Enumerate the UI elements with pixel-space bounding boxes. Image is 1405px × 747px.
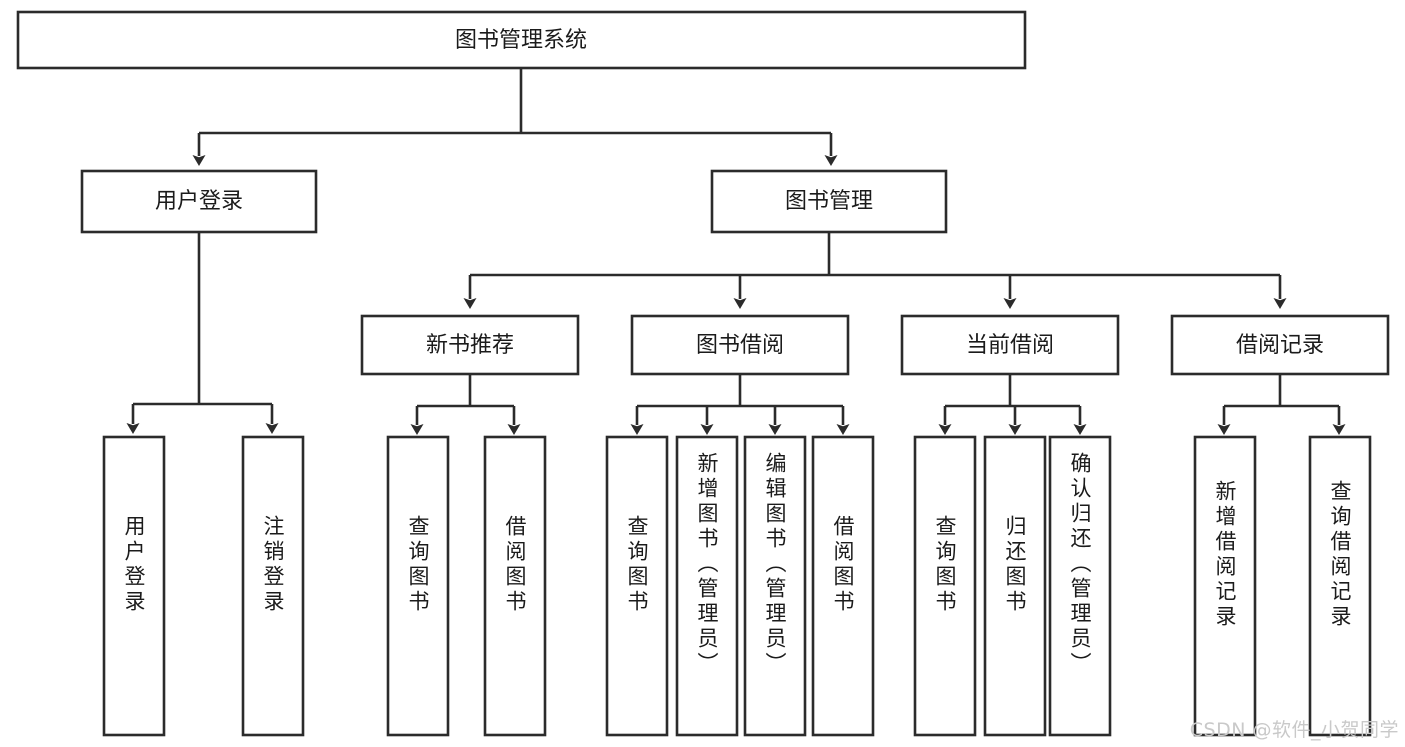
node-book-borrow[interactable]: 图书借阅 (630, 314, 850, 376)
node-leaf-borrow-book-2-label: 借阅图书 (831, 515, 855, 615)
node-leaf-borrow-book-1[interactable]: 借阅图书 (483, 435, 547, 737)
connector-borrow-record-to-leaves (1217, 374, 1346, 435)
node-leaf-add-book-box[interactable] (675, 435, 739, 737)
node-leaf-user-logout-label: 注销登录 (261, 515, 285, 615)
node-root-system-label: 图书管理系统 (455, 28, 587, 53)
node-leaf-confirm-return-label: 确认归还（管理员） (1068, 452, 1092, 677)
node-new-book-recommend-label: 新书推荐 (426, 333, 514, 358)
node-leaf-user-login[interactable]: 用户登录 (102, 435, 166, 737)
node-leaf-query-record[interactable]: 查询借阅记录 (1308, 435, 1372, 737)
node-new-book-recommend-box[interactable] (360, 314, 580, 376)
node-leaf-borrow-book-2-box[interactable] (811, 435, 875, 737)
node-leaf-return-book-box[interactable] (983, 435, 1047, 737)
node-leaf-add-record-box[interactable] (1193, 435, 1257, 737)
node-leaf-user-logout[interactable]: 注销登录 (241, 435, 305, 737)
connector-user-login-to-leaves (126, 232, 279, 434)
node-current-borrow[interactable]: 当前借阅 (900, 314, 1120, 376)
connector-book-management-to-level3 (463, 232, 1287, 309)
node-leaf-query-book-1[interactable]: 查询图书 (386, 435, 450, 737)
node-current-borrow-box[interactable] (900, 314, 1120, 376)
node-borrow-record[interactable]: 借阅记录 (1170, 314, 1390, 376)
node-leaf-query-record-box[interactable] (1308, 435, 1372, 737)
node-leaf-query-book-2[interactable]: 查询图书 (605, 435, 669, 737)
connector-new-book-to-leaves (410, 374, 521, 435)
node-book-management[interactable]: 图书管理 (710, 169, 948, 234)
node-leaf-edit-book[interactable]: 编辑图书（管理员） (743, 435, 807, 737)
node-leaf-user-login-box[interactable] (102, 435, 166, 737)
node-leaf-add-record[interactable]: 新增借阅记录 (1193, 435, 1257, 737)
connector-book-borrow-to-leaves (630, 374, 850, 435)
node-book-borrow-box[interactable] (630, 314, 850, 376)
node-leaf-query-book-3-label: 查询图书 (933, 515, 957, 615)
node-leaf-borrow-book-1-box[interactable] (483, 435, 547, 737)
node-leaf-query-book-2-label: 查询图书 (625, 515, 649, 615)
node-leaf-query-book-1-label: 查询图书 (406, 515, 430, 615)
node-leaf-edit-book-box[interactable] (743, 435, 807, 737)
node-current-borrow-label: 当前借阅 (966, 333, 1054, 358)
node-user-login-box[interactable] (80, 169, 318, 234)
node-book-borrow-label: 图书借阅 (696, 333, 784, 358)
connector-root-to-level2 (192, 68, 838, 166)
node-leaf-return-book-label: 归还图书 (1003, 515, 1027, 615)
node-root-system[interactable]: 图书管理系统 (16, 10, 1027, 70)
node-leaf-confirm-return-box[interactable] (1048, 435, 1112, 737)
node-leaf-query-book-2-box[interactable] (605, 435, 669, 737)
node-leaf-query-book-3[interactable]: 查询图书 (913, 435, 977, 737)
connector-current-borrow-to-leaves (938, 374, 1087, 435)
node-new-book-recommend[interactable]: 新书推荐 (360, 314, 580, 376)
node-leaf-borrow-book-2[interactable]: 借阅图书 (811, 435, 875, 737)
node-leaf-query-book-3-box[interactable] (913, 435, 977, 737)
node-leaf-confirm-return[interactable]: 确认归还（管理员） (1048, 435, 1112, 737)
node-leaf-edit-book-label: 编辑图书（管理员） (763, 452, 787, 677)
node-borrow-record-label: 借阅记录 (1236, 333, 1324, 358)
node-user-login-label: 用户登录 (155, 189, 243, 214)
node-leaf-query-record-label: 查询借阅记录 (1328, 480, 1352, 630)
node-leaf-add-book[interactable]: 新增图书（管理员） (675, 435, 739, 737)
node-borrow-record-box[interactable] (1170, 314, 1390, 376)
node-leaf-borrow-book-1-label: 借阅图书 (503, 515, 527, 615)
node-root-system-box[interactable] (16, 10, 1027, 70)
node-book-management-label: 图书管理 (785, 189, 873, 214)
node-leaf-add-book-label: 新增图书（管理员） (695, 452, 719, 677)
node-user-login[interactable]: 用户登录 (80, 169, 318, 234)
node-leaf-user-login-label: 用户登录 (122, 515, 146, 615)
node-leaf-return-book[interactable]: 归还图书 (983, 435, 1047, 737)
node-book-management-box[interactable] (710, 169, 948, 234)
node-leaf-user-logout-box[interactable] (241, 435, 305, 737)
node-leaf-add-record-label: 新增借阅记录 (1213, 480, 1237, 630)
node-leaf-query-book-1-box[interactable] (386, 435, 450, 737)
